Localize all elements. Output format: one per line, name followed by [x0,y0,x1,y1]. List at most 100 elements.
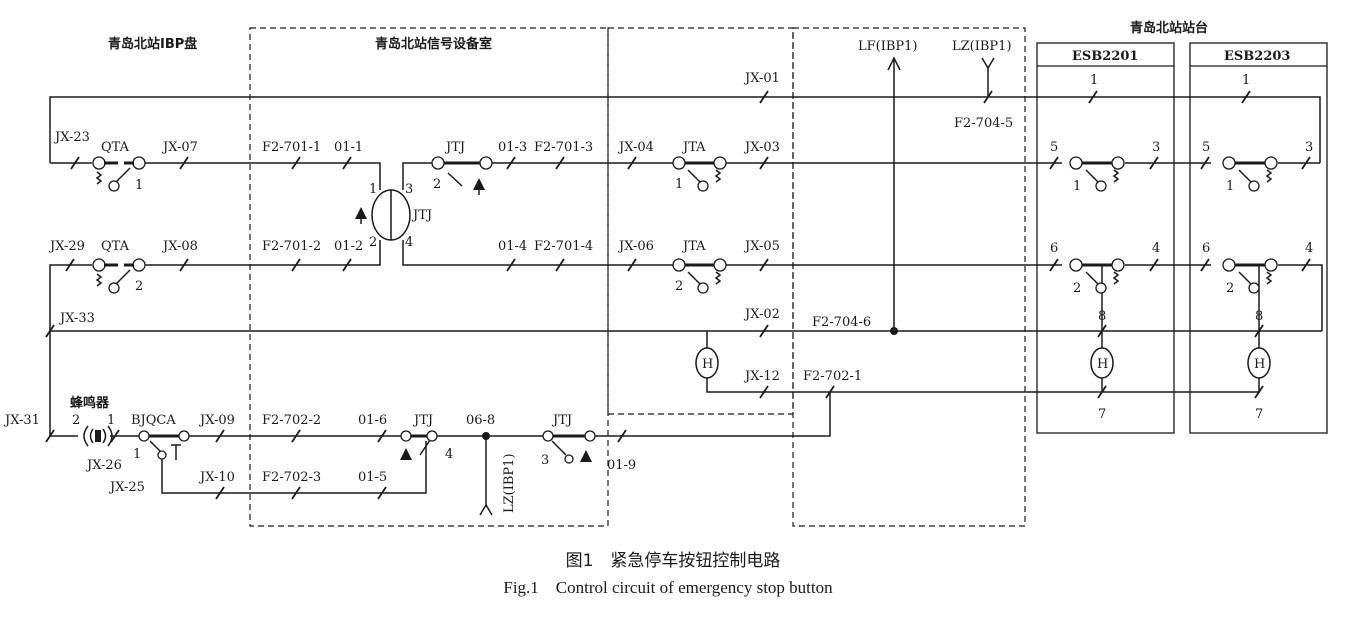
label-jx10: JX-10 [198,470,235,485]
pin-esb2203-3: 3 [1305,140,1313,155]
pin-buzzer-2: 2 [72,413,80,428]
qta2-switch [92,258,146,294]
label-01-6: 01-6 [358,413,387,428]
wire-jx01 [49,96,1321,163]
lamp-h-esb2201: H [1097,357,1108,372]
label-jx05: JX-05 [743,239,780,254]
label-bjqca: BJQCA [131,413,176,428]
pin-esb2203-8: 8 [1255,309,1263,324]
label-f2-702-2: F2-702-2 [262,413,321,428]
pin-esb2201-5: 5 [1050,140,1058,155]
label-jtj-top: JTJ [444,140,465,155]
label-jta-2: JTA [681,239,706,254]
label-01-1: 01-1 [334,140,363,155]
caption-en: Fig.1 Control circuit of emergency stop … [503,578,833,597]
pin-esb2201-sw1: 1 [1073,179,1081,194]
pin-esb2201-8: 8 [1098,309,1106,324]
label-f2-701-4: F2-701-4 [534,239,593,254]
lamp-indicator-esb2203 [1247,347,1271,379]
label-f2-704-5: F2-704-5 [954,116,1013,131]
jtj-contact-bottom-right [542,430,596,464]
jtj-relay-coil [355,189,411,241]
label-jx33: JX-33 [58,311,95,326]
relay-box [607,27,794,415]
label-jx26: JX-26 [85,458,122,473]
label-jtj-bottom-right: JTJ [551,413,572,428]
jta1-switch [672,156,727,192]
label-f2-702-3: F2-702-3 [262,470,321,485]
pin-esb2201-6: 6 [1050,241,1058,256]
pin-coil-2: 2 [369,235,377,250]
platform-header: 青岛北站站台 [1130,20,1208,36]
jtj-contact-bottom-left [400,430,438,460]
junction-dot [482,432,490,440]
label-lz-ibp1-bottom: LZ(IBP1) [502,453,517,513]
esb2203-box [1189,42,1328,434]
pin-esb2203-7: 7 [1255,407,1263,422]
label-jx23: JX-23 [53,130,90,145]
signal-room-header: 青岛北站信号设备室 [375,36,492,52]
label-jx25: JX-25 [108,480,145,495]
label-jtj-coil: JTJ [411,208,432,223]
label-jx06: JX-06 [617,239,654,254]
pin-coil-3: 3 [405,182,413,197]
pin-esb2203-4: 4 [1305,241,1313,256]
pin-coil-4: 4 [405,235,413,250]
esb2203-switch-row2 [1222,258,1278,294]
label-jx12: JX-12 [743,369,780,384]
label-lz-ibp1-top: LZ(IBP1) [952,39,1012,54]
terminal-ticks [45,90,1311,500]
label-01-5: 01-5 [358,470,387,485]
pin-jta1: 1 [675,177,683,192]
lamp-h-esb2203: H [1254,357,1265,372]
label-jtj-bottom-left: JTJ [412,413,433,428]
pin-esb2201-7: 7 [1098,407,1106,422]
pin-jtj-bottom-right: 3 [541,453,549,468]
pin-esb2201-sw2: 2 [1073,281,1081,296]
pin-esb2201-3: 3 [1152,140,1160,155]
pin-esb2201-4: 4 [1152,241,1160,256]
label-jx08: JX-08 [161,239,198,254]
pin-buzzer-1: 1 [107,413,115,428]
label-f2-702-1: F2-702-1 [803,369,862,384]
label-f2-701-2: F2-701-2 [262,239,321,254]
lamp-h-relay: H [702,357,713,372]
esb2201-switch-row1 [1069,156,1125,192]
label-06-8: 06-8 [466,413,495,428]
caption-cn: 图1 紧急停车按钮控制电路 [566,551,781,571]
jtj-contact-top [431,156,493,195]
qta1-switch [92,156,146,192]
label-jx02: JX-02 [743,307,780,322]
pin-esb2203-sw1: 1 [1226,179,1234,194]
esb2201-box [1036,42,1175,434]
pin-qta2: 2 [135,279,143,294]
label-qta-1: QTA [101,140,130,155]
pin-jta2: 2 [675,279,683,294]
pin-esb2203-sw2: 2 [1226,281,1234,296]
pin-jtj-top: 2 [433,177,441,192]
pin-esb2201-1: 1 [1090,73,1098,88]
buzzer-icon [83,425,113,447]
ibp-panel-header: 青岛北站IBP盘 [108,36,197,52]
label-jx07: JX-07 [161,140,198,155]
label-jx31: JX-31 [3,413,40,428]
junction-dot [890,327,898,335]
pin-esb2203-1: 1 [1242,73,1250,88]
pin-bjqca: 1 [133,447,141,462]
bjqca-button [138,430,190,460]
label-jx01: JX-01 [743,71,780,86]
label-jx09: JX-09 [198,413,235,428]
esb2203-label: ESB2203 [1224,49,1290,64]
pin-esb2203-5: 5 [1202,140,1210,155]
pin-coil-1: 1 [369,182,377,197]
ibp-interface-box [792,27,1026,527]
esb2203-switch-row1 [1222,156,1278,192]
label-01-9: 01-9 [607,458,636,473]
label-f2-701-3: F2-701-3 [534,140,593,155]
label-qta-2: QTA [101,239,130,254]
lamp-indicator-esb2201 [1090,347,1114,379]
label-jx29: JX-29 [48,239,85,254]
pin-qta1: 1 [135,178,143,193]
esb2201-switch-row2 [1069,258,1125,294]
label-jx04: JX-04 [617,140,654,155]
